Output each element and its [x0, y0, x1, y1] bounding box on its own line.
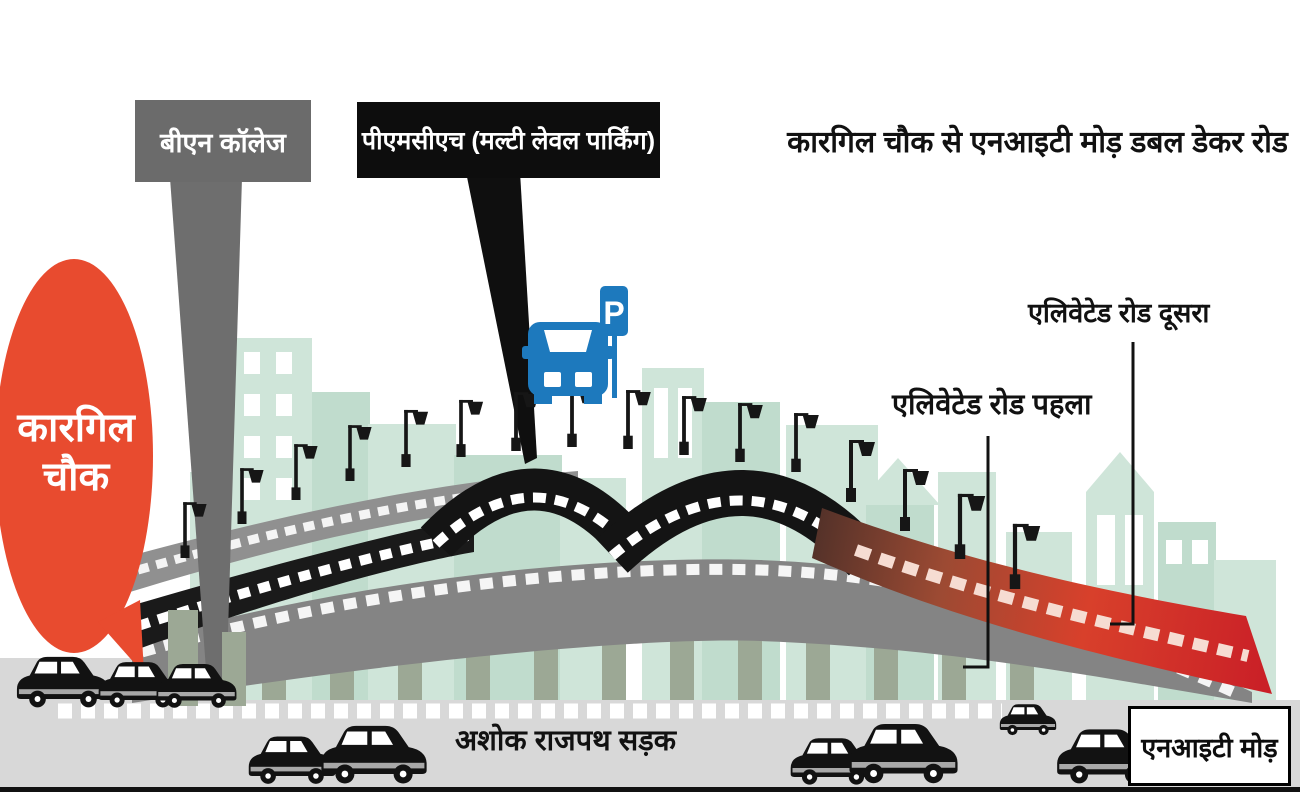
- kargil-chowk-line2: चौक: [42, 454, 110, 499]
- hump-1-markings: [432, 492, 634, 550]
- bn-college-label: बीएन कॉलेज: [135, 100, 311, 182]
- diagram-title: कारगिल चौक से एनआइटी मोड़ डबल डेकर रोड: [787, 126, 1288, 159]
- pmch-label: पीएमसीएच (मल्टी लेवल पार्किंग): [357, 102, 660, 178]
- pmch-label-text: पीएमसीएच (मल्टी लेवल पार्किंग): [361, 127, 656, 155]
- parking-sign-letter: P: [603, 295, 624, 331]
- pmch-pointer: [466, 172, 537, 464]
- parking-icon: P: [522, 286, 628, 404]
- street-lamp-icon: [456, 399, 484, 457]
- ashok-rajpath-label: अशोक राजपथ सड़क: [455, 725, 677, 757]
- kargil-chowk-bubble: [0, 259, 153, 674]
- elevated-road-red-segment: [812, 508, 1272, 694]
- elevated-road-first-label: एलिवेटेड रोड पहला: [892, 389, 1092, 421]
- elevated-road-first-leader-line: [963, 436, 990, 669]
- parking-sign-icon: [600, 286, 628, 336]
- nit-mor-label: एनआइटी मोड़: [1128, 706, 1291, 786]
- kargil-chowk-line1: कारगिल: [17, 406, 135, 450]
- kargil-chowk-label: कारगिल चौक: [0, 404, 152, 502]
- red-road-lane-markings: [853, 544, 1250, 662]
- bn-college-pointer: [170, 178, 242, 697]
- bn-college-label-text: बीएन कॉलेज: [160, 127, 286, 158]
- nit-mor-label-text: एनआइटी मोड़: [1141, 732, 1278, 763]
- lower-deck-lane-markings: [140, 563, 1243, 701]
- elevated-road-second-label: एलिवेटेड रोड दूसरा: [1028, 298, 1210, 328]
- elevated-road-second-leader-line: [1110, 342, 1135, 626]
